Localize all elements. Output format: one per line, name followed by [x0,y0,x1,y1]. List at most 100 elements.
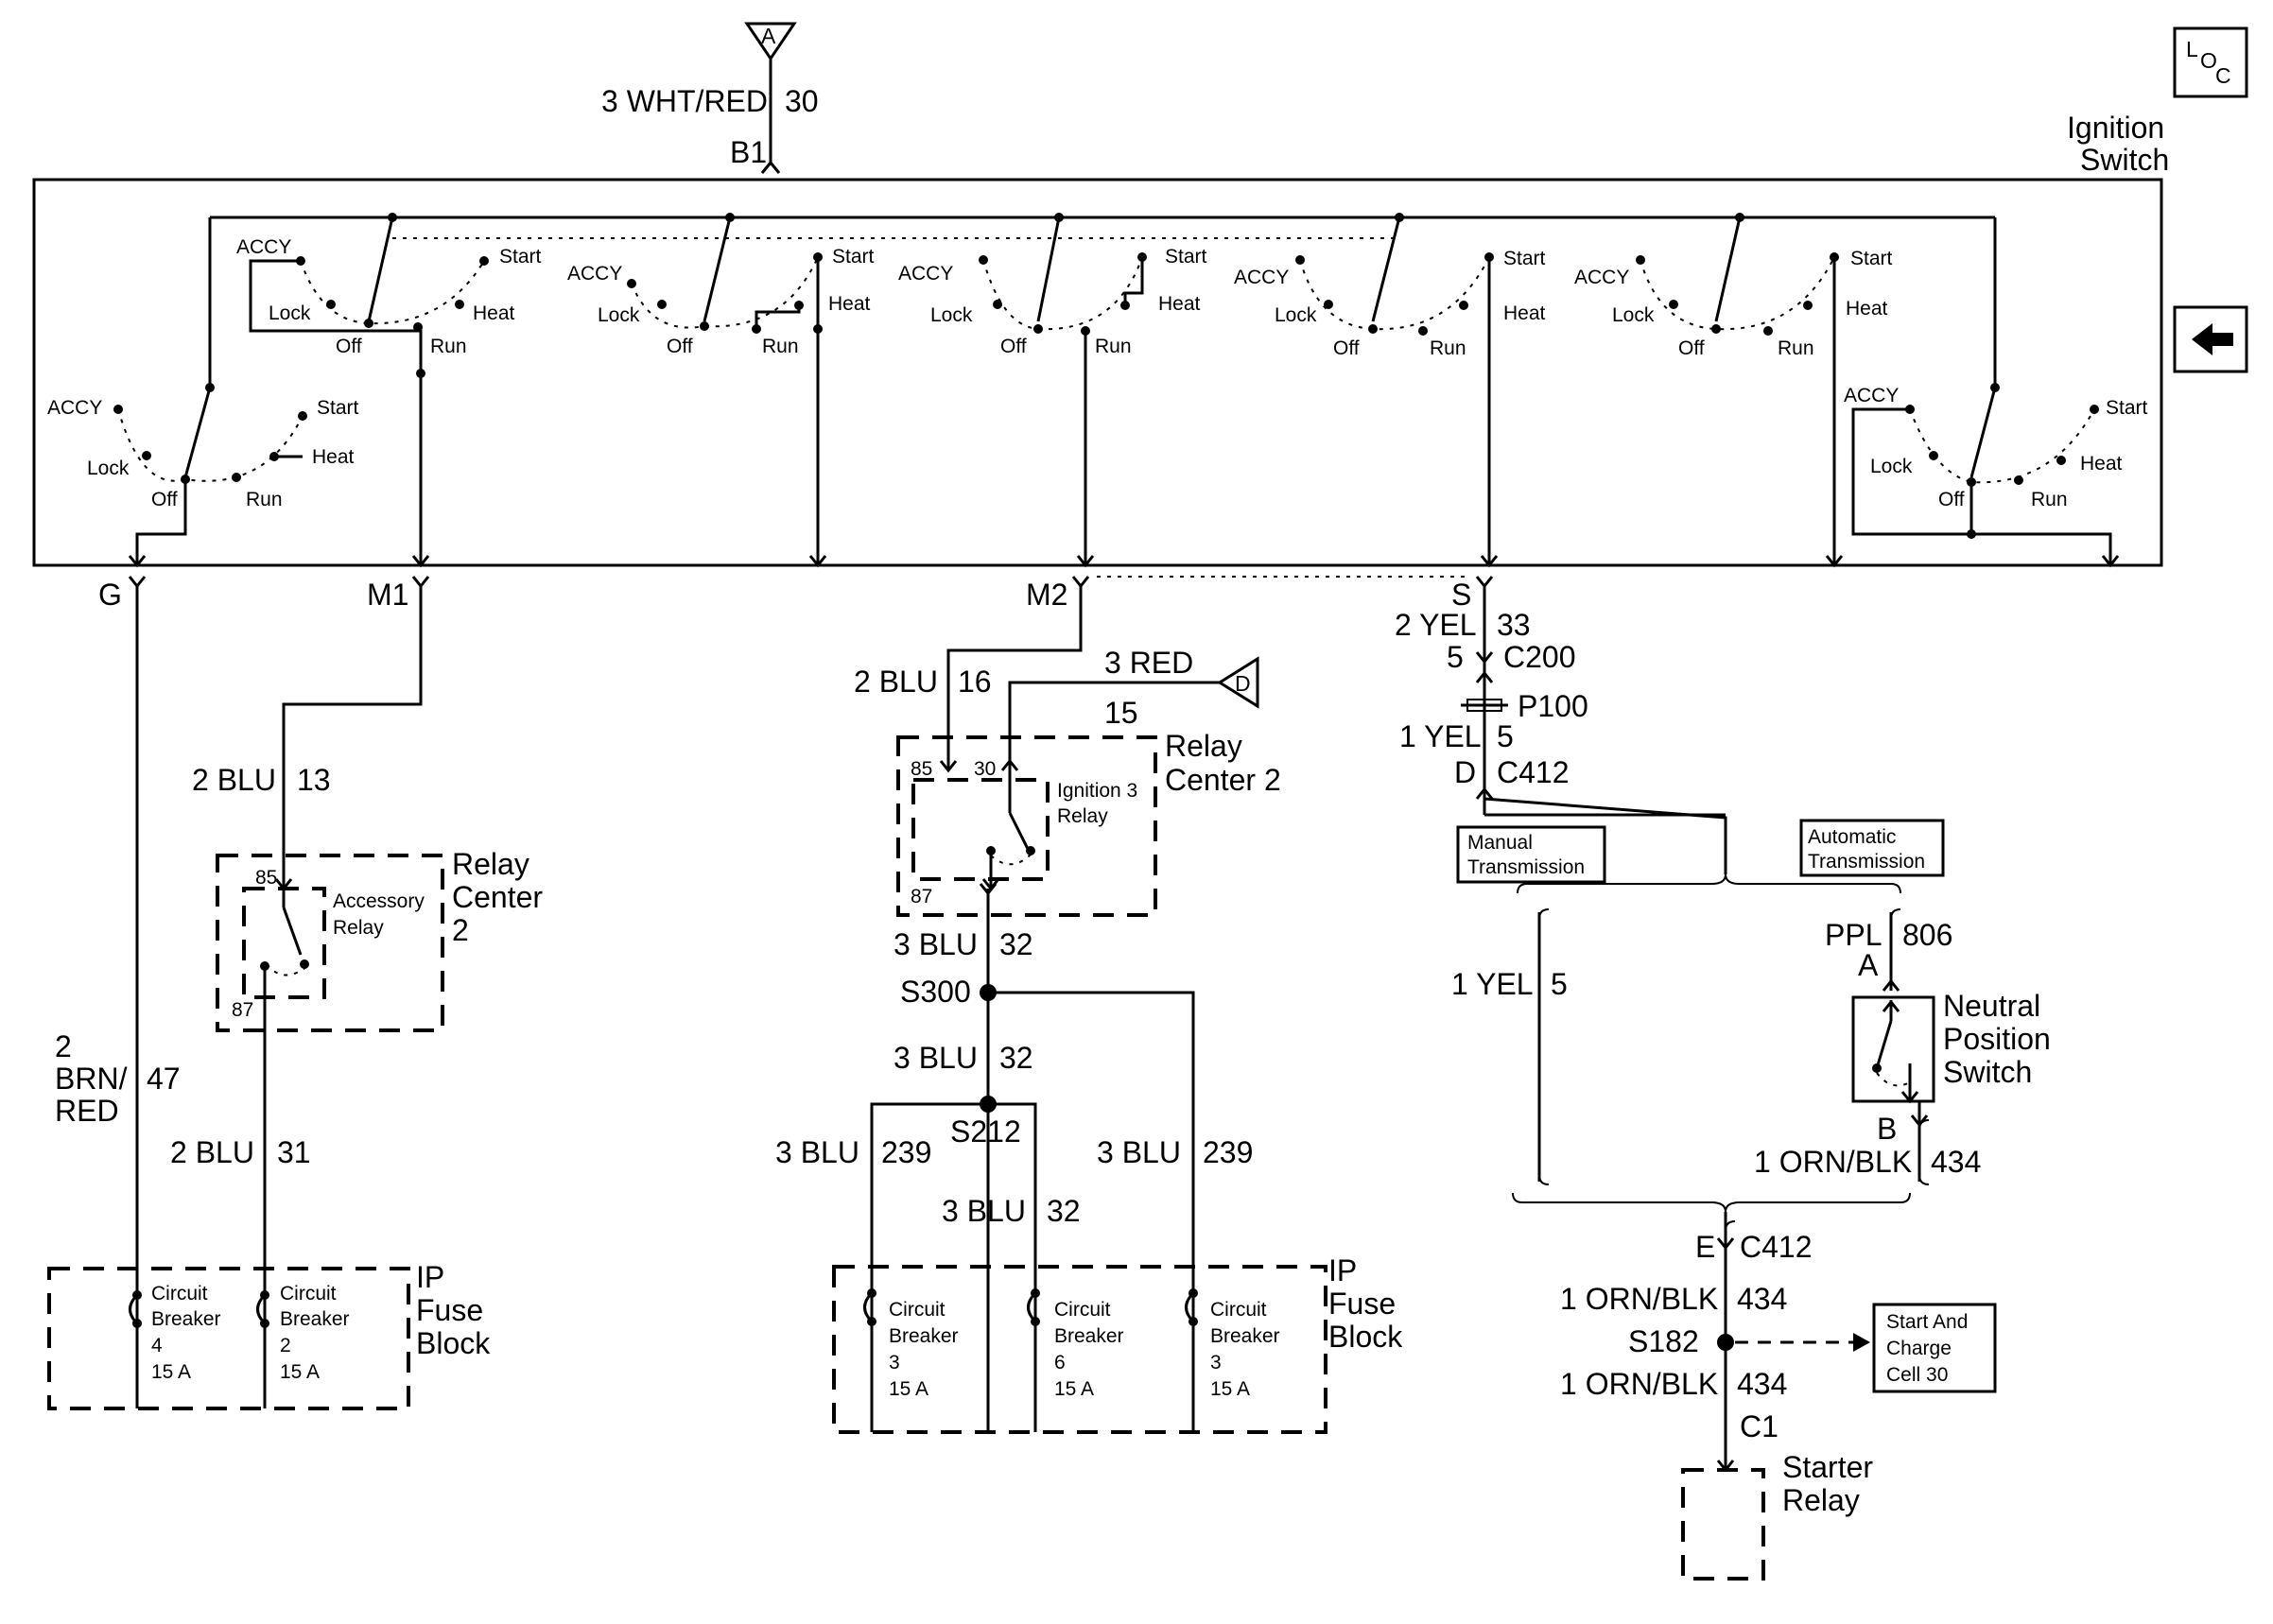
s300-label: S300 [900,975,971,1009]
svg-text:Lock: Lock [1870,456,1913,477]
switch-section-7: ACCY Lock Off Run Start Heat [1844,217,2148,565]
pin-d: D [1454,755,1476,789]
svg-text:Heat: Heat [2080,453,2123,475]
svg-text:6: 6 [1054,1352,1066,1373]
svg-text:15 A: 15 A [1054,1378,1094,1400]
svg-text:L: L [2186,37,2198,61]
switch-section-6: ACCY Lock Off Run Start Heat [1574,213,1893,565]
svg-text:Off: Off [1678,337,1705,359]
svg-text:Start: Start [832,246,875,268]
pin-m2: M2 [1026,578,1067,612]
svg-text:IP: IP [416,1260,444,1294]
svg-text:Circuit: Circuit [151,1283,208,1304]
wire-s-label: 2 YEL [1395,608,1477,642]
ppl-label: PPL [1825,918,1882,952]
splice-s182 [1717,1334,1734,1351]
connector-a: A [744,22,797,61]
wire-32b-label: 3 BLU [894,1041,978,1075]
start-charge-cell-box[interactable]: Start And Charge Cell 30 [1872,1303,1997,1393]
wire-239l-label: 3 BLU [775,1135,859,1169]
wire-manual-circuit: 5 [1551,967,1568,1001]
svg-text:Off: Off [336,336,362,357]
back-arrow-icon[interactable] [2173,305,2248,373]
svg-text:Accessory: Accessory [333,890,425,912]
svg-text:Relay: Relay [452,847,529,881]
wire-orn1-label: 1 ORN/BLK [1754,1145,1912,1179]
svg-text:Lock: Lock [930,304,973,326]
ppl-circuit: 806 [1902,918,1952,952]
wire-239r-label: 3 BLU [1097,1135,1181,1169]
starter-relay: Starter Relay [1681,1450,1873,1581]
svg-text:Automatic: Automatic [1808,826,1896,848]
s212-label: S212 [950,1114,1021,1149]
svg-text:ACCY: ACCY [1234,267,1289,288]
wire-32c-circuit: 32 [1047,1194,1081,1228]
svg-text:Breaker: Breaker [280,1308,350,1330]
svg-text:Starter: Starter [1782,1450,1873,1484]
pin-g: G [98,578,122,612]
svg-text:Run: Run [762,336,799,357]
wire-31-label: 2 BLU [170,1135,254,1169]
ignition-switch-box [32,178,2163,567]
svg-text:ACCY: ACCY [898,263,953,285]
connector-d: D [1217,656,1259,709]
svg-text:15 A: 15 A [151,1361,191,1383]
wire-32c-label: 3 BLU [942,1194,1026,1228]
svg-text:Ignition 3: Ignition 3 [1057,780,1137,802]
wire-orn3-label: 1 ORN/BLK [1560,1367,1718,1401]
svg-text:Fuse: Fuse [416,1293,483,1327]
wire-brn-color-2: RED [55,1094,119,1128]
svg-text:Lock: Lock [87,458,130,479]
wire-1yel-label: 1 YEL [1399,719,1482,753]
svg-text:15 A: 15 A [889,1378,928,1400]
wire-s-circuit: 33 [1497,608,1531,642]
svg-text:Breaker: Breaker [151,1308,221,1330]
svg-text:Off: Off [151,489,178,510]
switch-section-5: ACCY Lock Off Run Start Heat [1234,213,1546,565]
svg-text:P100: P100 [1518,689,1588,723]
svg-text:Off: Off [1333,337,1360,359]
svg-text:Breaker: Breaker [1054,1325,1124,1347]
svg-text:Transmission: Transmission [1808,851,1925,872]
svg-text:2: 2 [452,913,469,947]
svg-text:ACCY: ACCY [1574,267,1629,288]
svg-text:Position: Position [1943,1022,2051,1056]
svg-text:Start: Start [2106,397,2148,419]
svg-text:15 A: 15 A [1210,1378,1250,1400]
relay-center-2-middle: 85 30 87 Ignition 3 Relay Relay Center 2 [896,729,1281,917]
svg-text:Run: Run [430,336,467,357]
svg-text:C: C [2215,63,2231,88]
svg-text:Heat: Heat [473,302,515,324]
wire-m1-circuit: 13 [297,763,331,797]
svg-text:Fuse: Fuse [1328,1287,1396,1321]
svg-text:Lock: Lock [598,304,640,326]
svg-text:87: 87 [911,886,932,907]
svg-text:Lock: Lock [269,302,311,324]
svg-text:87: 87 [232,999,253,1021]
svg-text:Cell 30: Cell 30 [1886,1364,1948,1386]
ip-fuse-block-left: Circuit Breaker 4 15 A Circuit Breaker 2… [47,1260,491,1410]
svg-text:ACCY: ACCY [567,263,622,285]
svg-text:Relay: Relay [333,917,384,939]
wire-orn2-label: 1 ORN/BLK [1560,1282,1718,1316]
location-icon[interactable]: L O C [2173,26,2248,98]
svg-text:Lock: Lock [1612,304,1655,326]
svg-text:Circuit: Circuit [1210,1299,1267,1321]
wire-brn-size: 2 [55,1029,72,1063]
wire-239l-circuit: 239 [881,1135,931,1169]
svg-text:4: 4 [151,1335,163,1356]
svg-text:Heat: Heat [312,446,355,468]
svg-text:Start: Start [1850,248,1893,269]
wire-orn1-circuit: 434 [1931,1145,1981,1179]
svg-text:Neutral: Neutral [1943,989,2040,1023]
wire-brn-circuit: 47 [147,1062,181,1096]
wire-orn2-circuit: 434 [1737,1282,1787,1316]
svg-text:Breaker: Breaker [1210,1325,1280,1347]
ignition-switch-label-1: Ignition [2067,111,2164,145]
svg-text:Transmission: Transmission [1467,856,1585,878]
svg-text:Circuit: Circuit [889,1299,946,1321]
wire-32b-circuit: 32 [999,1041,1033,1075]
wire-32a-label: 3 BLU [894,927,978,961]
svg-text:30: 30 [974,758,996,780]
switch-section-1: ACCY Lock Off Run Start Heat [47,217,359,565]
